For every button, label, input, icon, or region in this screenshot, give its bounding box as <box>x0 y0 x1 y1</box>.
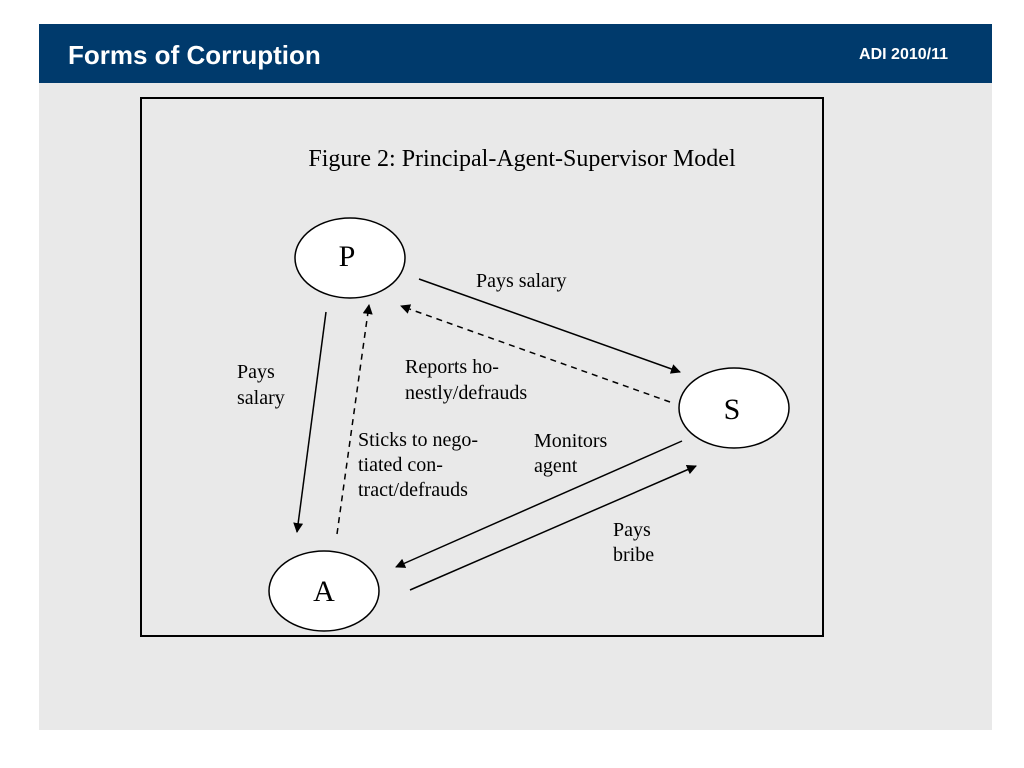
edge-a-to-s <box>409 464 697 591</box>
slide-header: Forms of Corruption ADI 2010/11 <box>39 24 992 83</box>
edge-p-to-s <box>418 278 681 374</box>
node-supervisor: S <box>678 367 790 449</box>
node-principal-label: P <box>339 240 356 273</box>
edge-label-a-to-s-line: bribe <box>613 544 654 566</box>
edge-label-p-to-a: Pays salary <box>237 361 285 409</box>
edge-label-a-to-p-line: Sticks to nego- <box>358 429 478 451</box>
edge-label-s-to-a-line: agent <box>534 455 578 477</box>
edge-s-to-a <box>395 440 683 568</box>
course-label: ADI 2010/11 <box>859 46 948 63</box>
figure-frame <box>140 97 824 637</box>
edge-label-s-to-a: Monitors agent <box>534 430 612 477</box>
edge-label-a-to-p: Sticks to nego- tiated con- tract/defrau… <box>358 429 483 501</box>
edge-label-p-to-a-line: Pays <box>237 361 275 383</box>
edge-label-a-to-s-line: Pays <box>613 519 651 541</box>
edge-label-p-to-s: Pays salary <box>476 270 567 292</box>
edge-label-s-to-a-line: Monitors <box>534 430 608 452</box>
edge-label-s-to-p: Reports ho- nestly/defrauds <box>405 356 527 404</box>
slide-title: Forms of Corruption <box>68 40 321 70</box>
node-supervisor-label: S <box>724 393 741 426</box>
edge-label-s-to-p-line: nestly/defrauds <box>405 382 527 404</box>
edge-label-a-to-p-line: tract/defrauds <box>358 479 468 501</box>
node-agent: A <box>268 550 380 632</box>
figure-caption: Figure 2: Principal-Agent-Supervisor Mod… <box>308 146 736 172</box>
node-principal: P <box>294 217 406 299</box>
node-agent-label: A <box>313 575 335 608</box>
edge-label-a-to-s: Pays bribe <box>613 519 656 566</box>
edge-s-to-p <box>400 304 671 403</box>
edge-a-to-p <box>336 304 373 535</box>
edge-label-a-to-p-line: tiated con- <box>358 454 443 476</box>
edge-label-p-to-a-line: salary <box>237 387 285 409</box>
edge-label-s-to-p-line: Reports ho- <box>405 356 499 378</box>
edge-p-to-a <box>293 311 327 533</box>
